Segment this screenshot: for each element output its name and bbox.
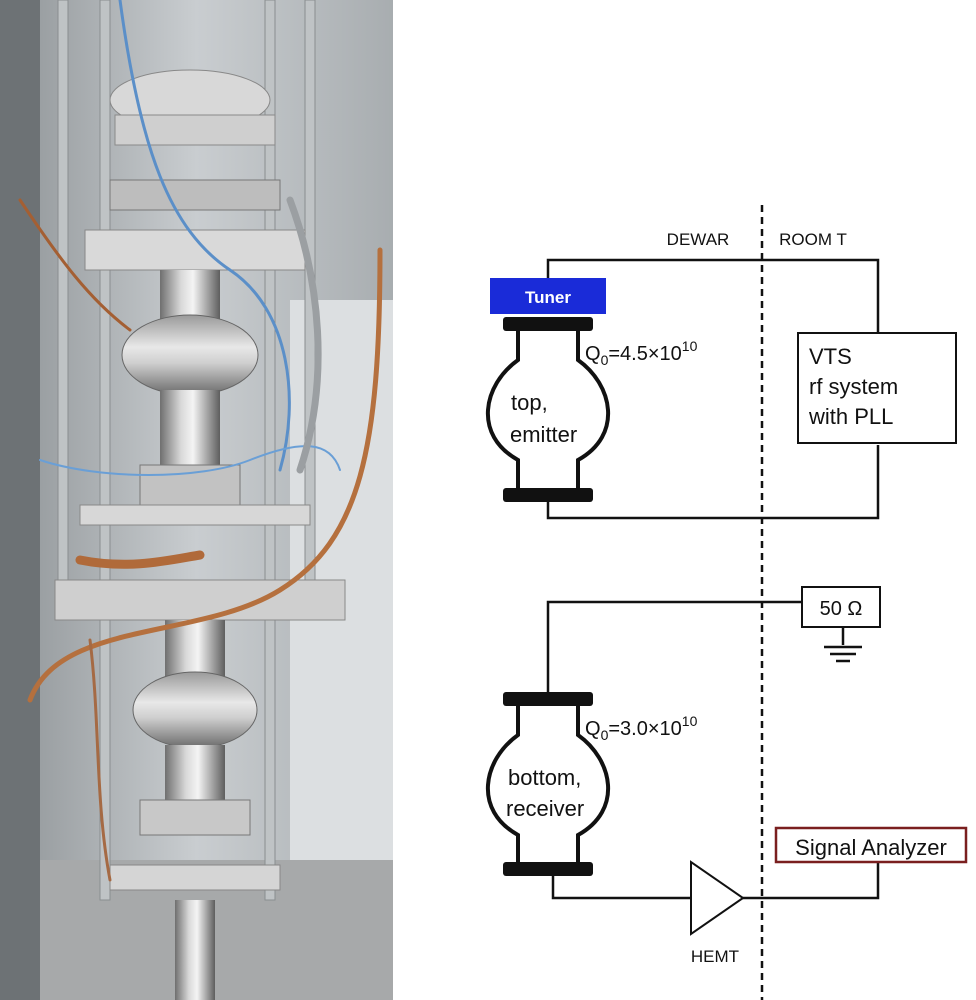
hemt-amplifier — [690, 860, 745, 936]
bottom-cavity-lower-flange — [503, 862, 593, 876]
bottom-cavity-output-wire — [551, 870, 691, 900]
top-cavity-cell — [121, 314, 259, 396]
bottom-cavity-input-wire — [546, 600, 802, 693]
top-cavity-lower-flange — [503, 488, 593, 502]
vts-label-3: with PLL — [808, 404, 893, 429]
bottom-cavity-cell — [132, 671, 258, 749]
vts-box — [797, 332, 957, 444]
top-cavity-beampipe-lower — [160, 390, 220, 470]
signal-analyzer-label: Signal Analyzer — [795, 835, 947, 860]
bottom-cavity-label-2: receiver — [506, 796, 584, 821]
bottom-q0: Q0=3.0×1010 — [585, 713, 698, 743]
bottom-cavity-body — [485, 700, 611, 865]
top-cavity-upper-flange — [503, 317, 593, 331]
top-cavity-output-wire — [546, 445, 880, 520]
photo-left-dark — [0, 0, 40, 1000]
middle-plate — [79, 504, 311, 526]
top-ring — [114, 114, 276, 146]
cables — [18, 0, 383, 882]
hemt-output-wire — [741, 862, 880, 900]
tuner-label: Tuner — [525, 288, 571, 307]
room-t-label: ROOM T — [779, 230, 847, 249]
load-label: 50 Ω — [820, 598, 863, 620]
upper-flange — [109, 179, 281, 211]
tuner-box — [490, 278, 606, 314]
top-cavity-body — [485, 325, 611, 490]
hemt-label: HEMT — [691, 947, 739, 966]
large-plate — [54, 579, 346, 621]
bottom-plate — [109, 864, 281, 891]
bottom-cavity-label-1: bottom, — [508, 765, 581, 790]
signal-analyzer-box — [774, 826, 968, 864]
cavity-photo — [0, 0, 393, 1000]
schematic-diagram: Tuner Signal Analyzer DEWAR ROOM T Q0=4.… — [485, 205, 968, 1000]
top-cavity-input-wire — [546, 258, 880, 333]
bottom-cavity-beampipe-lower — [165, 745, 225, 810]
load-box — [801, 586, 881, 628]
vts-label-1: VTS — [809, 344, 852, 369]
bottom-cavity-upper-flange — [503, 692, 593, 706]
dewar-label: DEWAR — [667, 230, 730, 249]
top-cavity-flange — [139, 464, 241, 506]
top-q0: Q0=4.5×1010 — [585, 338, 698, 368]
bottom-pipe — [175, 900, 215, 1000]
top-cavity-label-2: emitter — [510, 422, 577, 447]
top-cavity-label-1: top, — [511, 390, 548, 415]
vts-label-2: rf system — [809, 374, 898, 399]
bottom-cavity-flange — [139, 799, 251, 836]
